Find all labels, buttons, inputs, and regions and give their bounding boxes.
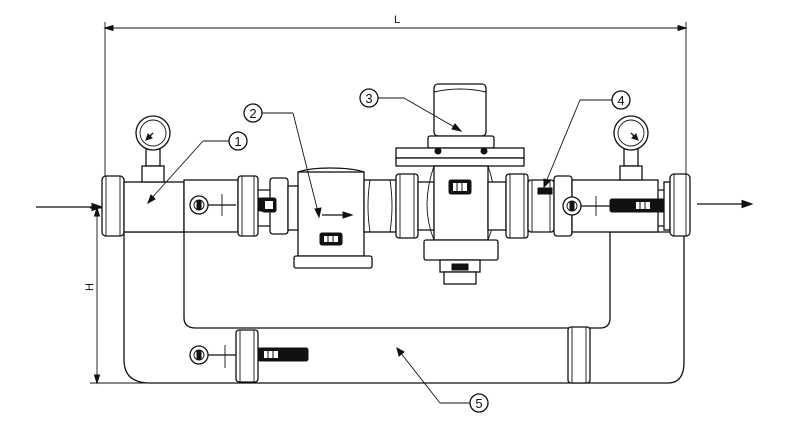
outlet-flow-arrow bbox=[697, 199, 754, 209]
callout-1: 1 bbox=[147, 131, 248, 205]
callout-3: 3 bbox=[359, 88, 463, 132]
callout-2-number: 2 bbox=[249, 106, 256, 121]
callout-4: 4 bbox=[543, 90, 631, 189]
inlet-flow-arrow bbox=[36, 202, 104, 212]
dimension-h: H bbox=[84, 206, 150, 385]
dimension-h-label: H bbox=[84, 283, 96, 291]
left-tee bbox=[101, 175, 185, 237]
bypass-pipe bbox=[123, 231, 685, 384]
right-union-nut bbox=[487, 173, 529, 239]
dimension-l-label: L bbox=[394, 14, 400, 26]
left-ball-valve bbox=[183, 175, 307, 237]
right-tee bbox=[663, 173, 691, 237]
left-union-nut bbox=[395, 173, 435, 239]
callout-4-number: 4 bbox=[617, 93, 624, 108]
strainer bbox=[293, 167, 397, 269]
callout-1-number: 1 bbox=[234, 134, 241, 149]
dimension-l: L bbox=[103, 14, 688, 180]
callout-5: 5 bbox=[396, 346, 489, 413]
pressure-reducing-valve bbox=[395, 83, 525, 285]
right-pressure-gauge bbox=[613, 115, 649, 181]
callout-3-number: 3 bbox=[365, 91, 372, 106]
callout-5-number: 5 bbox=[475, 396, 482, 411]
callout-2: 2 bbox=[243, 103, 322, 219]
left-pressure-gauge bbox=[135, 115, 171, 183]
right-ball-valve bbox=[527, 175, 669, 237]
